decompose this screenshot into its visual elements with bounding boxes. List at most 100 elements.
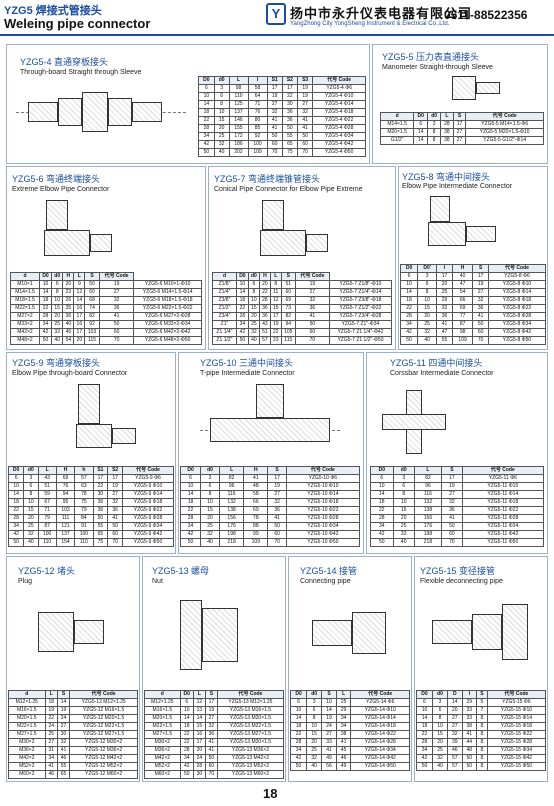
table-header-cell: D0: [198, 76, 215, 85]
table-cell: 36: [259, 312, 271, 321]
table-cell: 22: [399, 304, 419, 313]
table-header-cell: S1: [266, 76, 283, 85]
yzg5-6-title: YZG5-6 弯通终端接头: [12, 174, 101, 184]
table-cell: YZG5-15 Φ28: [486, 738, 547, 747]
table-cell: YZG5-4 Φ28: [312, 124, 366, 133]
table-cell: 65: [92, 530, 109, 539]
table-cell: 50: [98, 320, 135, 329]
table-header-cell: D0: [413, 112, 429, 121]
table-cell: 34: [179, 522, 202, 531]
table-cell: M12×1.25: [144, 698, 181, 707]
table-cell: 41: [461, 730, 478, 739]
table-cell: 50: [441, 522, 463, 531]
section-yzg5-11: [366, 352, 548, 554]
yzg5-14-title: YZG5-14 接管: [300, 566, 358, 576]
yzg5-6-subtitle: Extreme Elbow Pipe Connector: [12, 186, 110, 193]
table-cell: YZG5-6 M33×2-Φ34: [133, 320, 202, 329]
table-cell: 19: [204, 706, 218, 715]
table-cell: M42×2: [10, 328, 40, 337]
table-cell: 50: [204, 754, 218, 763]
table-cell: YZG5-9 Φ34: [122, 522, 174, 531]
table-cell: 40: [23, 538, 39, 547]
table-cell: M14×1.5: [10, 288, 40, 297]
table-cell: 38: [335, 730, 352, 739]
table-cell: 28: [259, 296, 271, 305]
table-header-cell: D: [447, 690, 463, 699]
table-cell: 20: [247, 312, 261, 321]
table-cell: 50: [84, 280, 100, 289]
table-cell: 70: [204, 770, 218, 779]
table-cell: YZG5-7 Z1/4"-Φ14: [328, 288, 393, 297]
table-cell: 45: [62, 328, 75, 337]
table-cell: 28: [38, 312, 53, 321]
table-cell: 132: [218, 498, 245, 507]
table-cell: 32: [204, 722, 218, 731]
table-cell: 60: [107, 530, 124, 539]
table-cell: 28: [198, 124, 215, 133]
table-cell: 28: [7, 514, 25, 523]
table-cell: YZG5-9 Φ42: [122, 530, 174, 539]
table-cell: 41: [267, 514, 287, 523]
table-cell: 45: [335, 746, 352, 755]
table-cell: M20×1.5: [8, 714, 46, 723]
table-cell: 50: [38, 336, 53, 345]
table-header-cell: I: [436, 264, 453, 273]
table-cell: 14: [289, 714, 308, 723]
table-header-cell: H: [55, 466, 76, 475]
table-cell: YZG5-7 Z1"-Φ34: [328, 320, 393, 329]
table-cell: 186: [228, 140, 249, 149]
table-header-cell: D0': [417, 264, 438, 273]
table-cell: 98: [451, 328, 474, 337]
table-cell: 100: [247, 140, 268, 149]
table-cell: 18: [44, 698, 58, 707]
table-cell: 33: [321, 738, 337, 747]
table-cell: 70: [266, 148, 283, 157]
table-cell: 84: [74, 514, 94, 523]
table-cell: 3: [306, 698, 323, 707]
table-cell: 20: [306, 738, 323, 747]
table-cell: Z3/8": [212, 296, 237, 305]
table-cell: 58: [243, 490, 269, 499]
table-cell: 40: [392, 538, 415, 547]
table-cell: 22: [281, 92, 299, 101]
table-cell: YZG5-8 Φ22: [487, 304, 547, 313]
table-header-cell: 代号 Code: [216, 690, 285, 699]
table-header-cell: L: [335, 690, 352, 699]
table-cell: 36: [281, 108, 299, 117]
table-header-cell: S: [472, 264, 489, 273]
table-cell: 99: [243, 530, 269, 539]
table-cell: 6: [431, 706, 448, 715]
table-cell: Z1/8": [212, 280, 237, 289]
table-header-cell: S: [476, 690, 488, 699]
table-cell: 24: [56, 714, 71, 723]
table-cell: 41: [294, 312, 330, 321]
table-cell: 42: [399, 328, 419, 337]
table-cell: 42: [370, 530, 394, 539]
table-cell: 32: [107, 498, 124, 507]
table-cell: 60: [204, 762, 218, 771]
table-cell: 40: [306, 762, 323, 771]
table-cell: YZG5-15 Φ10: [486, 706, 547, 715]
table-cell: 115: [280, 336, 296, 345]
table-cell: 19: [321, 714, 337, 723]
table-cell: YZG5-10 Φ10: [285, 482, 361, 491]
table-cell: M60×2: [144, 770, 181, 779]
table-header-cell: d0: [51, 272, 64, 281]
table-cell: YZG5-13 M30×1.5: [216, 738, 285, 747]
table-cell: 96: [413, 482, 443, 491]
table-cell: YZG5-14 Φ50: [350, 762, 410, 771]
table-cell: 60: [472, 328, 489, 337]
